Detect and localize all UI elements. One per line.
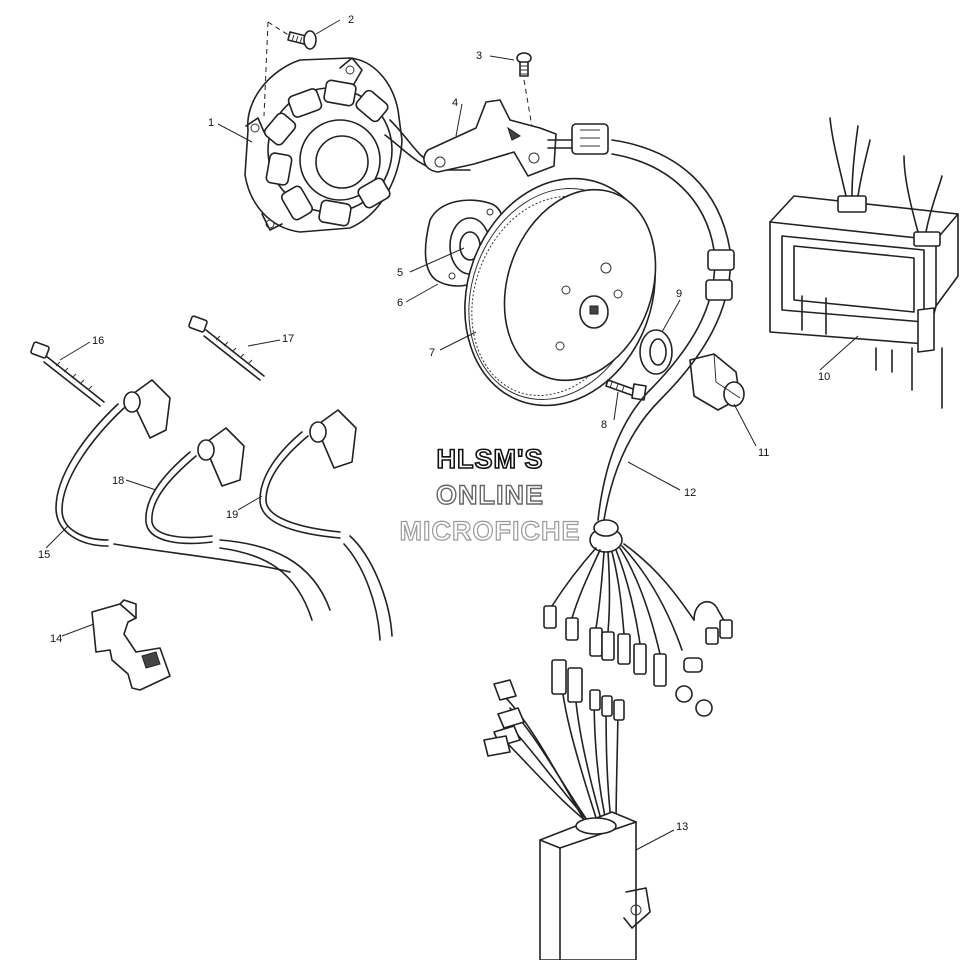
plug-wire-part-18 xyxy=(145,427,331,621)
stator-coils xyxy=(263,79,391,227)
callout-16: 16 xyxy=(92,335,104,347)
callout-14: 14 xyxy=(50,633,62,645)
watermark-line-2: ONLINE xyxy=(435,480,544,510)
callout-17: 17 xyxy=(282,333,294,345)
cable-tie-part-17 xyxy=(188,315,265,381)
cdi-module-part-10 xyxy=(769,117,959,409)
harness-leads-lower xyxy=(483,659,625,831)
bracket-part-4 xyxy=(423,99,557,177)
harness-cable-part-12 xyxy=(547,123,735,553)
washer-part-9 xyxy=(639,329,673,375)
callout-3: 3 xyxy=(476,50,482,62)
flywheel-part-7 xyxy=(464,177,657,407)
cable-tie-part-16 xyxy=(30,341,105,407)
callout-7: 7 xyxy=(429,347,435,359)
callout-5: 5 xyxy=(397,267,403,279)
harness-sleeve-part-13 xyxy=(539,811,651,960)
callout-1: 1 xyxy=(208,117,214,129)
callout-11: 11 xyxy=(758,447,769,459)
callout-8: 8 xyxy=(601,419,607,431)
callout-4: 4 xyxy=(452,97,458,109)
harness-connector xyxy=(547,123,609,155)
callout-10: 10 xyxy=(818,371,830,383)
callout-12: 12 xyxy=(684,487,696,499)
screw-part-3 xyxy=(516,52,532,77)
harness-leads-upper xyxy=(543,543,733,717)
callout-2: 2 xyxy=(348,14,354,26)
callout-18: 18 xyxy=(112,475,124,487)
screw-part-2 xyxy=(287,30,317,50)
watermark-line-1: HLSM'S xyxy=(436,444,544,474)
callout-6: 6 xyxy=(397,297,403,309)
stator-assembly xyxy=(244,57,471,233)
callout-13: 13 xyxy=(676,821,688,833)
callout-9: 9 xyxy=(676,288,682,300)
plug-wire-part-15 xyxy=(55,379,291,573)
callout-15: 15 xyxy=(38,549,50,561)
callout-numbers: 1 2 3 4 5 6 7 8 9 10 11 12 13 14 15 16 1… xyxy=(38,14,830,833)
bolt-part-8 xyxy=(605,379,647,401)
callout-19: 19 xyxy=(226,509,238,521)
clip-part-14 xyxy=(91,599,171,691)
leader-lines xyxy=(45,19,859,851)
plug-wire-part-19 xyxy=(259,409,393,641)
watermark-line-3: MICROFICHE xyxy=(399,516,581,546)
nut-part-11 xyxy=(689,353,745,411)
